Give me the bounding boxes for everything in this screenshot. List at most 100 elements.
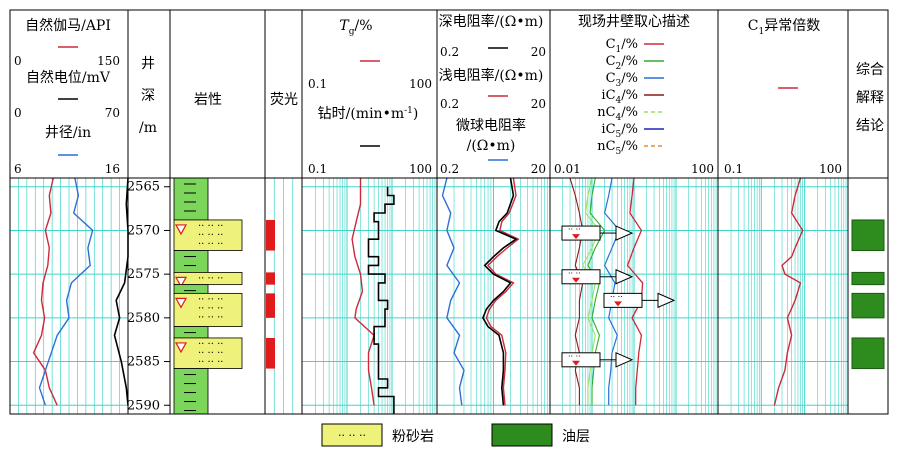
- micro-res-curve: [441, 177, 465, 406]
- depth-label-1: 井: [141, 56, 155, 72]
- sp-curve: [113, 177, 129, 406]
- tg-bottom-max: 100: [409, 162, 432, 176]
- nc4-curve: [582, 177, 601, 406]
- depth-tick-label: 2585: [127, 355, 160, 370]
- c1-ratio-min: 0.1: [724, 162, 743, 176]
- lithology-and-interpretation-fills: ·· ·· ···· ·· ···· ·· ···· ·· ···· ·· ··…: [173, 177, 885, 415]
- oil-show-marker: [174, 342, 188, 354]
- silt-pattern: ·· ·· ··: [198, 303, 223, 314]
- gas-series-label: C2/%: [606, 54, 638, 72]
- tg-bottom-min: 0.1: [308, 162, 327, 176]
- ic4-curve: [569, 177, 584, 406]
- deep-res-curve: [482, 177, 518, 406]
- silt-swatch-dots: ·· ·· ··: [338, 429, 366, 442]
- shallow-min: 0.2: [440, 97, 459, 111]
- res-bottom-min: 0.2: [440, 162, 459, 176]
- depth-label-2: 深: [141, 88, 155, 104]
- mudstone-layer: [173, 368, 209, 415]
- drill-label: 钻时/(min•m-1): [318, 106, 419, 122]
- silt-pattern: ·· ·· ··: [198, 357, 223, 368]
- shallow-max: 20: [531, 97, 546, 111]
- deep-max: 20: [531, 45, 546, 59]
- fluorescence-interval: [266, 293, 275, 318]
- c2-curve: [587, 177, 606, 406]
- cal-curve: [38, 177, 94, 406]
- core-dots: ·· ··: [568, 352, 581, 361]
- oil-show-marker: [174, 224, 188, 236]
- shallow-res-curve: [485, 177, 520, 406]
- deep-min: 0.2: [440, 45, 459, 59]
- silt-pattern: ·· ·· ··: [198, 239, 223, 250]
- outer-frame: [9, 9, 889, 415]
- mudstone-layer: [173, 250, 209, 273]
- silt-pattern: ·· ·· ··: [198, 312, 223, 323]
- core-arrow: [615, 269, 634, 285]
- shallow-res-label: 浅电阻率/(Ω•m): [439, 67, 544, 84]
- tg-curve: [351, 178, 375, 406]
- gas-max: 100: [691, 162, 714, 176]
- oil-layer: [851, 337, 885, 370]
- gas-series-label: nC5/%: [597, 139, 638, 157]
- c1-curve: [626, 177, 644, 406]
- gr-curve: [32, 177, 58, 406]
- gr-min: 0: [14, 54, 22, 68]
- c1-ratio-max: 100: [819, 162, 842, 176]
- core-oil-marker: [614, 301, 622, 307]
- silt-legend-label: 粉砂岩: [392, 429, 434, 445]
- silt-swatch: [321, 423, 383, 447]
- gas-label: 现场井壁取心描述: [578, 14, 690, 30]
- fluorescence-interval: [266, 272, 275, 285]
- oil-show-marker: [174, 276, 188, 288]
- oil-show-marker: [174, 297, 188, 309]
- deep-res-label: 深电阻率/(Ω•m): [439, 13, 544, 30]
- interp-label-1: 综合: [856, 62, 884, 78]
- core-arrow: [657, 292, 676, 309]
- depth-tick-label: 2565: [127, 180, 160, 195]
- sp-label: 自然电位/mV: [26, 69, 111, 86]
- core-oil-marker: [572, 234, 580, 240]
- depth-tick-label: 2580: [127, 311, 160, 326]
- silt-pattern: ·· ·· ··: [198, 221, 223, 232]
- core-dots: ·· ··: [568, 225, 581, 234]
- core-arrow: [615, 225, 634, 241]
- track-frames: [9, 9, 889, 415]
- core-oil-marker: [572, 360, 580, 366]
- silt-pattern: ·· ·· ··: [198, 294, 223, 305]
- core-dots: ·· ··: [610, 292, 623, 301]
- c1-ratio-curve: [773, 177, 804, 406]
- core-arrow: [615, 352, 634, 368]
- bottom-legend: ·· ·· ·· 粉砂岩 油层: [321, 423, 590, 447]
- silt-pattern: ·· ·· ··: [198, 273, 223, 284]
- gas-series-label: iC5/%: [601, 122, 638, 140]
- depth-label-3: /m: [139, 120, 157, 136]
- silt-pattern: ·· ·· ··: [198, 230, 223, 241]
- gr-label: 自然伽马/API: [25, 17, 111, 34]
- c1-ratio-label: C1异常倍数: [748, 18, 820, 37]
- mudstone-layer: [173, 177, 209, 221]
- res-bottom-max: 20: [531, 162, 546, 176]
- depth-tick-label: 2570: [127, 223, 160, 238]
- gas-series-label: nC4/%: [597, 105, 638, 123]
- gas-series-label: iC4/%: [601, 88, 638, 106]
- fluorescence-interval: [266, 337, 275, 369]
- micro-res-label-1: 微球电阻率: [456, 117, 526, 134]
- c3-curve: [603, 177, 621, 406]
- sp-max: 70: [105, 106, 120, 120]
- interp-label-2: 解释: [856, 90, 884, 106]
- oil-legend-label: 油层: [562, 429, 590, 445]
- core-dots: ·· ··: [568, 269, 581, 278]
- oil-swatch: [491, 423, 553, 447]
- gas-min: 0.01: [554, 162, 581, 176]
- track-grids: [10, 178, 849, 414]
- micro-res-label-2: /(Ω•m): [467, 138, 516, 154]
- core-oil-marker: [572, 277, 580, 283]
- lithology-label: 岩性: [194, 92, 222, 108]
- silt-pattern: ·· ·· ··: [198, 348, 223, 359]
- gas-series-label: C3/%: [606, 71, 638, 89]
- log-curves: ·· ·· ·· ·· ·· ·· ·· ··: [32, 177, 804, 414]
- cal-min: 6: [14, 162, 22, 176]
- tg-min: 0.1: [308, 77, 327, 91]
- cal-max: 16: [105, 162, 120, 176]
- oil-layer: [851, 292, 885, 319]
